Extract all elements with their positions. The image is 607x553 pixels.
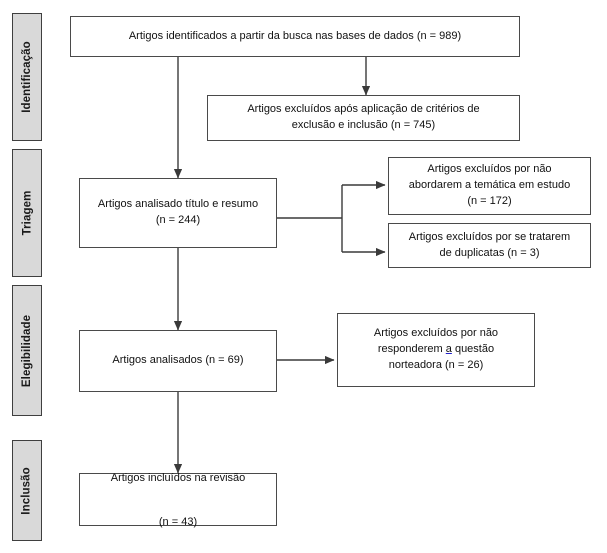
stage-label-identificacao: Identificação <box>12 13 42 141</box>
stage-label-triagem: Triagem <box>12 149 42 277</box>
excluded-question-line2b: questão <box>451 343 495 356</box>
node-articles-excluded-criteria-text: Artigos excluídos após aplicação de crit… <box>247 103 480 131</box>
node-articles-analysed-text: Artigos analisados (n = 69) <box>112 354 244 367</box>
excluded-question-line2a: responderem <box>377 343 446 356</box>
node-articles-analysed: Artigos analisados (n = 69) <box>79 330 277 392</box>
node-articles-excluded-duplicates-text: Artigos excluídos por se tratarem de dup… <box>408 230 571 259</box>
node-articles-screened: Artigos analisado título e resumo (n = 2… <box>79 178 277 248</box>
stage-label-triagem-text: Triagem <box>21 190 33 236</box>
stage-label-elegibilidade-text: Elegibilidade <box>21 314 34 387</box>
node-articles-excluded-question: Artigos excluídos por não responderem a q… <box>337 313 535 387</box>
node-articles-excluded-duplicates: Artigos excluídos por se tratarem de dup… <box>388 223 591 268</box>
node-articles-excluded-offtopic: Artigos excluídos por não abordarem a te… <box>388 157 591 215</box>
stage-label-identificacao-text: Identificação <box>21 41 34 113</box>
stage-label-inclusao: Inclusão <box>12 440 42 541</box>
node-articles-excluded-question-text: Artigos excluídos por não responderem a q… <box>344 326 528 374</box>
excluded-question-underlined-word: a <box>445 343 452 356</box>
node-articles-excluded-offtopic-text: Artigos excluídos por não abordarem a te… <box>408 163 571 207</box>
excluded-question-line1: Artigos excluídos por não <box>373 327 499 340</box>
node-articles-included: Artigos incluídos na revisão (n = 43) <box>79 472 277 528</box>
excluded-question-line3: norteadora (n = 26) <box>388 358 484 371</box>
node-articles-excluded-criteria: Artigos excluídos após aplicação de crit… <box>207 95 520 141</box>
stage-label-elegibilidade: Elegibilidade <box>12 285 42 416</box>
node-articles-identified-text: Artigos identificados a partir da busca … <box>128 29 462 42</box>
node-articles-screened-text: Artigos analisado título e resumo (n = 2… <box>97 198 259 226</box>
stage-label-inclusao-text: Inclusão <box>21 466 34 515</box>
node-articles-identified: Artigos identificados a partir da busca … <box>70 16 520 57</box>
node-articles-included-text: Artigos incluídos na revisão (n = 43) <box>110 471 246 528</box>
